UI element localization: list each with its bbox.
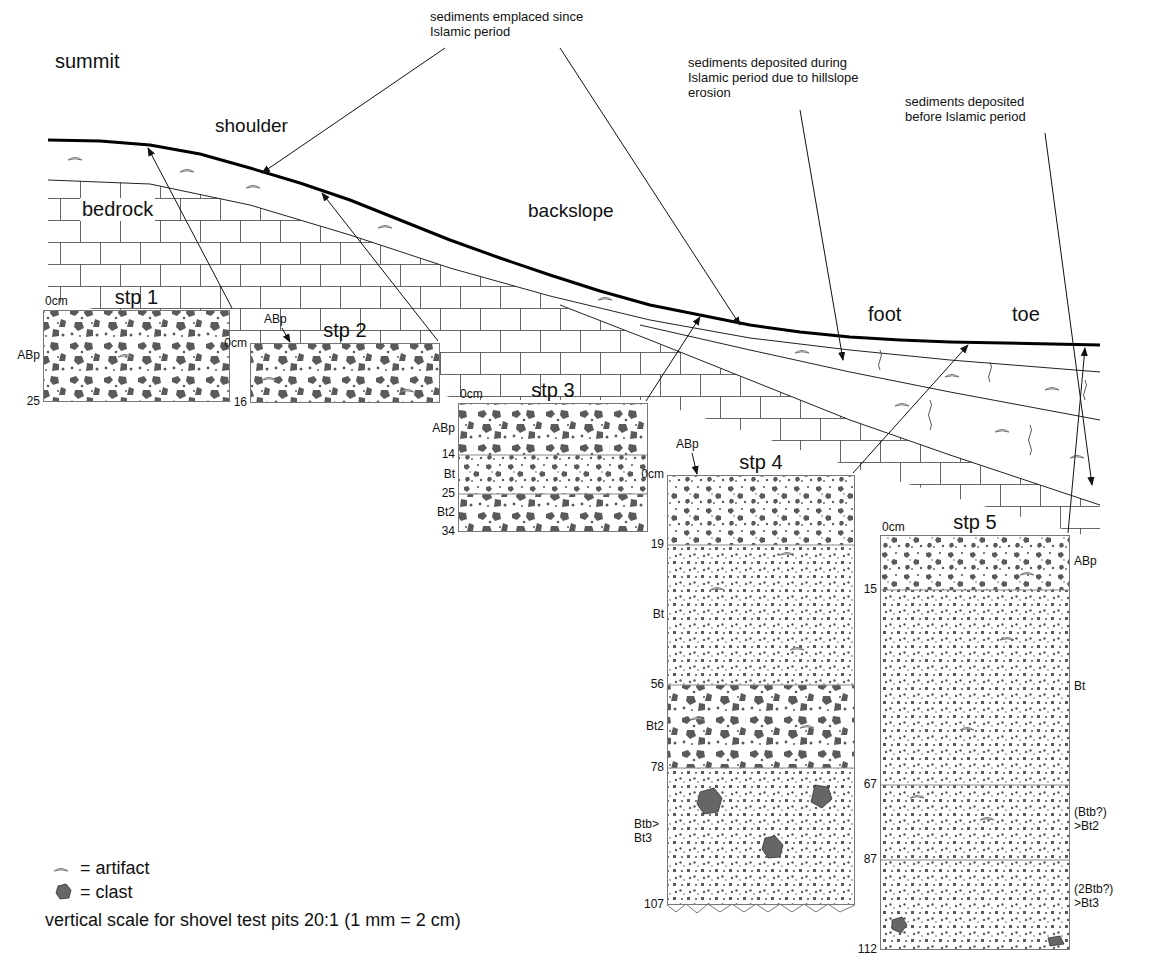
depth-label: 25 — [442, 487, 455, 501]
landform-label: backslope — [528, 200, 614, 222]
clast-sample — [56, 884, 71, 899]
depth-label: 0cm — [224, 337, 247, 351]
landform-label: toe — [1012, 303, 1040, 326]
depth-label: 87 — [864, 853, 877, 867]
horizon-label: Bt2 — [437, 506, 455, 520]
scale-note: vertical scale for shovel test pits 20:1… — [45, 910, 461, 931]
depth-label: 0cm — [882, 521, 905, 535]
landform-label: summit — [55, 50, 119, 73]
depth-label: 112 — [858, 943, 877, 957]
depth-label: 56 — [651, 678, 664, 692]
callout-text: sediments deposited before Islamic perio… — [905, 95, 1050, 125]
depth-label: 25 — [27, 395, 40, 409]
horizon-label: Bt — [1074, 680, 1085, 694]
horizon-label: ABp — [264, 313, 287, 327]
horizon-label: ABp — [1074, 555, 1097, 569]
landform-label: foot — [868, 303, 901, 326]
legend-text: = artifact — [80, 858, 150, 879]
horizon-label: Bt — [653, 608, 664, 622]
horizon-label: Bt — [444, 468, 455, 482]
depth-label: 0cm — [641, 468, 664, 482]
horizon-label: (2Btb?) >Bt3 — [1074, 883, 1122, 911]
callout-text: sediments deposited during Islamic perio… — [688, 56, 860, 101]
test-pit-profile: stp 4 — [667, 475, 855, 905]
horizon-label: (Btb?) >Bt2 — [1074, 806, 1116, 834]
legend-text: = clast — [80, 882, 133, 903]
test-pit-profile: stp 2 — [250, 343, 440, 403]
test-pit-profile: stp 3 — [458, 403, 648, 532]
landform-label: bedrock — [80, 198, 155, 221]
callout-text: sediments emplaced since Islamic period — [430, 10, 602, 40]
depth-label: 0cm — [460, 388, 483, 402]
depth-label: 67 — [864, 778, 877, 792]
test-pit-profile: stp 1 — [43, 310, 230, 402]
depth-label: 34 — [442, 525, 455, 539]
depth-label: 107 — [644, 898, 664, 912]
depth-label: 19 — [651, 538, 664, 552]
depth-label: 15 — [864, 583, 877, 597]
test-pit-profile: stp 5 — [880, 535, 1070, 950]
horizon-label: ABp — [432, 422, 455, 436]
depth-label: 16 — [234, 396, 247, 410]
horizon-label: ABp — [17, 349, 40, 363]
artifact-sample — [54, 869, 68, 872]
horizon-label: Bt2 — [646, 720, 664, 734]
depth-label: 0cm — [45, 295, 68, 309]
pit-title: stp 4 — [648, 451, 874, 473]
depth-label: 78 — [651, 761, 664, 775]
landform-label: shoulder — [215, 115, 288, 137]
horizon-label: Btb> Bt3 — [634, 818, 664, 846]
depth-label: 14 — [442, 448, 455, 462]
horizon-label: ABp — [676, 438, 699, 452]
